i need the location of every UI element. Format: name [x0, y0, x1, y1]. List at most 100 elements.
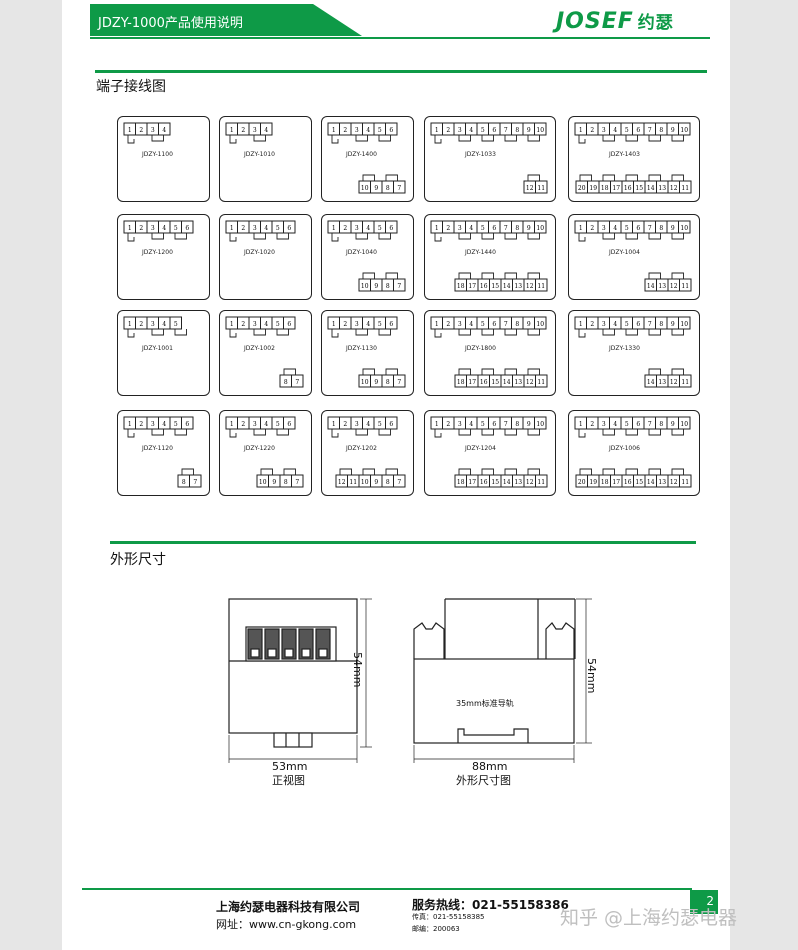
terminal-number: 1	[579, 421, 583, 428]
terminal-number: 3	[602, 421, 606, 428]
wiring-lines	[127, 135, 164, 144]
model-label: JDZY-1200	[142, 249, 173, 256]
terminal-number: 6	[185, 421, 189, 428]
terminal-number: 6	[636, 321, 640, 328]
terminal-number: 4	[162, 321, 166, 328]
terminal-number: 9	[374, 283, 378, 290]
terminal-box	[283, 416, 296, 430]
terminal-number: 2	[139, 321, 143, 328]
terminal-number: 2	[139, 225, 143, 232]
terminal-number: 10	[259, 479, 267, 486]
terminal-number: 2	[343, 321, 347, 328]
terminal-number: 11	[681, 379, 689, 386]
model-label: JDZY-1403	[609, 151, 640, 158]
terminal-number: 10	[680, 321, 688, 328]
terminal-number: 18	[457, 379, 465, 386]
terminal-number: 4	[366, 321, 370, 328]
terminal-box	[291, 374, 304, 388]
terminal-box	[393, 374, 406, 388]
terminal-number: 1	[579, 127, 583, 134]
terminal-number: 14	[647, 479, 655, 486]
terminal-number: 3	[458, 321, 462, 328]
terminal-number: 13	[658, 479, 666, 486]
terminal-number: 10	[680, 127, 688, 134]
terminal-number: 17	[468, 283, 476, 290]
terminal-number: 8	[515, 225, 519, 232]
terminal-number: 1	[128, 321, 132, 328]
terminal-number: 6	[492, 421, 496, 428]
terminal-number: 7	[397, 185, 401, 192]
terminal-number: 3	[253, 321, 257, 328]
terminal-number: 3	[253, 421, 257, 428]
terminal-box	[679, 474, 692, 488]
terminal-number: 13	[658, 185, 666, 192]
terminal-number: 3	[355, 321, 359, 328]
terminal-number: 4	[162, 127, 166, 134]
front-width-dim: 53mm	[272, 760, 308, 773]
terminal-number: 10	[536, 225, 544, 232]
terminal-number: 5	[276, 321, 280, 328]
terminal-number: 6	[492, 225, 496, 232]
terminal-number: 16	[624, 479, 632, 486]
terminal-number: 1	[128, 421, 132, 428]
terminal-number: 4	[613, 127, 617, 134]
terminal-number: 16	[480, 379, 488, 386]
model-label: JDZY-1100	[142, 151, 173, 158]
terminal-number: 9	[374, 379, 378, 386]
terminal-box	[385, 122, 398, 136]
terminal-number: 16	[480, 283, 488, 290]
terminal-number: 18	[457, 479, 465, 486]
terminal-number: 15	[491, 479, 499, 486]
model-label: JDZY-1020	[244, 249, 275, 256]
terminal-number: 2	[446, 127, 450, 134]
model-label: JDZY-1002	[244, 345, 275, 352]
terminal-box	[679, 374, 692, 388]
terminal-number: 3	[458, 421, 462, 428]
terminal-number: 8	[515, 421, 519, 428]
terminal-number: 4	[469, 321, 473, 328]
terminal-number: 4	[469, 421, 473, 428]
section-rule-wiring	[95, 70, 707, 73]
model-label: JDZY-1033	[465, 151, 496, 158]
terminal-box	[535, 180, 548, 194]
terminal-number: 6	[389, 321, 393, 328]
terminal-number: 12	[338, 479, 346, 486]
terminal-number: 8	[386, 479, 390, 486]
terminal-number: 3	[458, 127, 462, 134]
terminal-number: 7	[397, 283, 401, 290]
terminal-number: 11	[537, 283, 545, 290]
terminal-box	[678, 416, 691, 430]
terminal-number: 11	[537, 379, 545, 386]
wiring-lines	[458, 468, 540, 475]
wiring-lines	[579, 468, 684, 475]
wiring-lines	[527, 174, 540, 181]
terminal-number: 10	[361, 379, 369, 386]
terminal-box	[393, 474, 406, 488]
terminal-number: 15	[635, 185, 643, 192]
terminal-number: 1	[435, 225, 439, 232]
terminal-number: 8	[659, 225, 663, 232]
wiring-lines	[434, 429, 540, 438]
terminal-number: 6	[389, 421, 393, 428]
terminal-number: 18	[601, 479, 609, 486]
terminal-number: 14	[503, 283, 511, 290]
terminal-number: 12	[670, 283, 678, 290]
model-label: JDZY-1004	[609, 249, 640, 256]
logo-cn: 约瑟	[637, 13, 674, 33]
terminal-box	[535, 474, 548, 488]
terminal-number: 10	[361, 283, 369, 290]
terminal-number: 3	[151, 421, 155, 428]
terminal-number: 7	[295, 479, 299, 486]
wiring-lines	[362, 368, 398, 375]
